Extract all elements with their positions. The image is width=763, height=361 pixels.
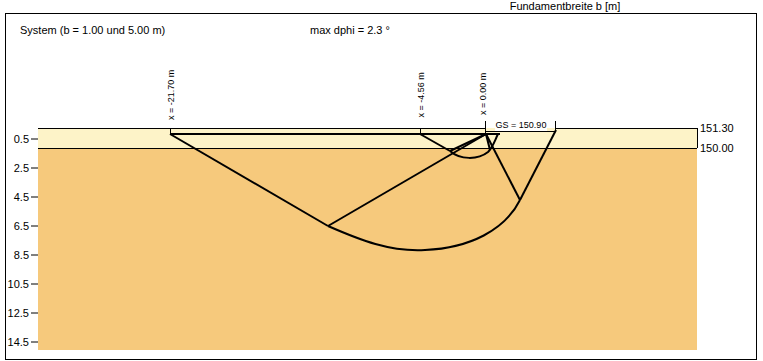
- depth-tick: 12.5: [8, 307, 29, 319]
- depth-tick: 0.5: [14, 133, 29, 145]
- section-label: x = -21.70 m: [167, 70, 177, 120]
- foundation: [485, 121, 556, 132]
- axis-ticks: [31, 139, 38, 342]
- depth-tick: 2.5: [14, 162, 29, 174]
- depth-tick: 4.5: [14, 191, 29, 203]
- section-label: x = 0.00 m: [479, 73, 489, 115]
- system-note: System (b = 1.00 und 5.00 m): [20, 24, 165, 36]
- top-layer: [38, 128, 697, 148]
- layer-lines: [38, 128, 698, 149]
- failure-mechanism: [170, 130, 556, 250]
- depth-tick: 14.5: [8, 336, 29, 348]
- bottom-layer: [38, 148, 697, 350]
- axis-title: Fundamentbreite b [m]: [510, 0, 621, 12]
- section-label: x = -4.56 m: [417, 72, 427, 117]
- depth-tick: 6.5: [14, 220, 29, 232]
- depth-tick: 8.5: [14, 249, 29, 261]
- depth-tick: 10.5: [8, 278, 29, 290]
- elevation-label: 150.00: [700, 142, 734, 154]
- max-dphi-note: max dphi = 2.3 °: [310, 24, 390, 36]
- foundation-level: GS = 150.90: [495, 121, 548, 131]
- frame: [6, 14, 757, 360]
- elevation-label: 151.30: [700, 122, 734, 134]
